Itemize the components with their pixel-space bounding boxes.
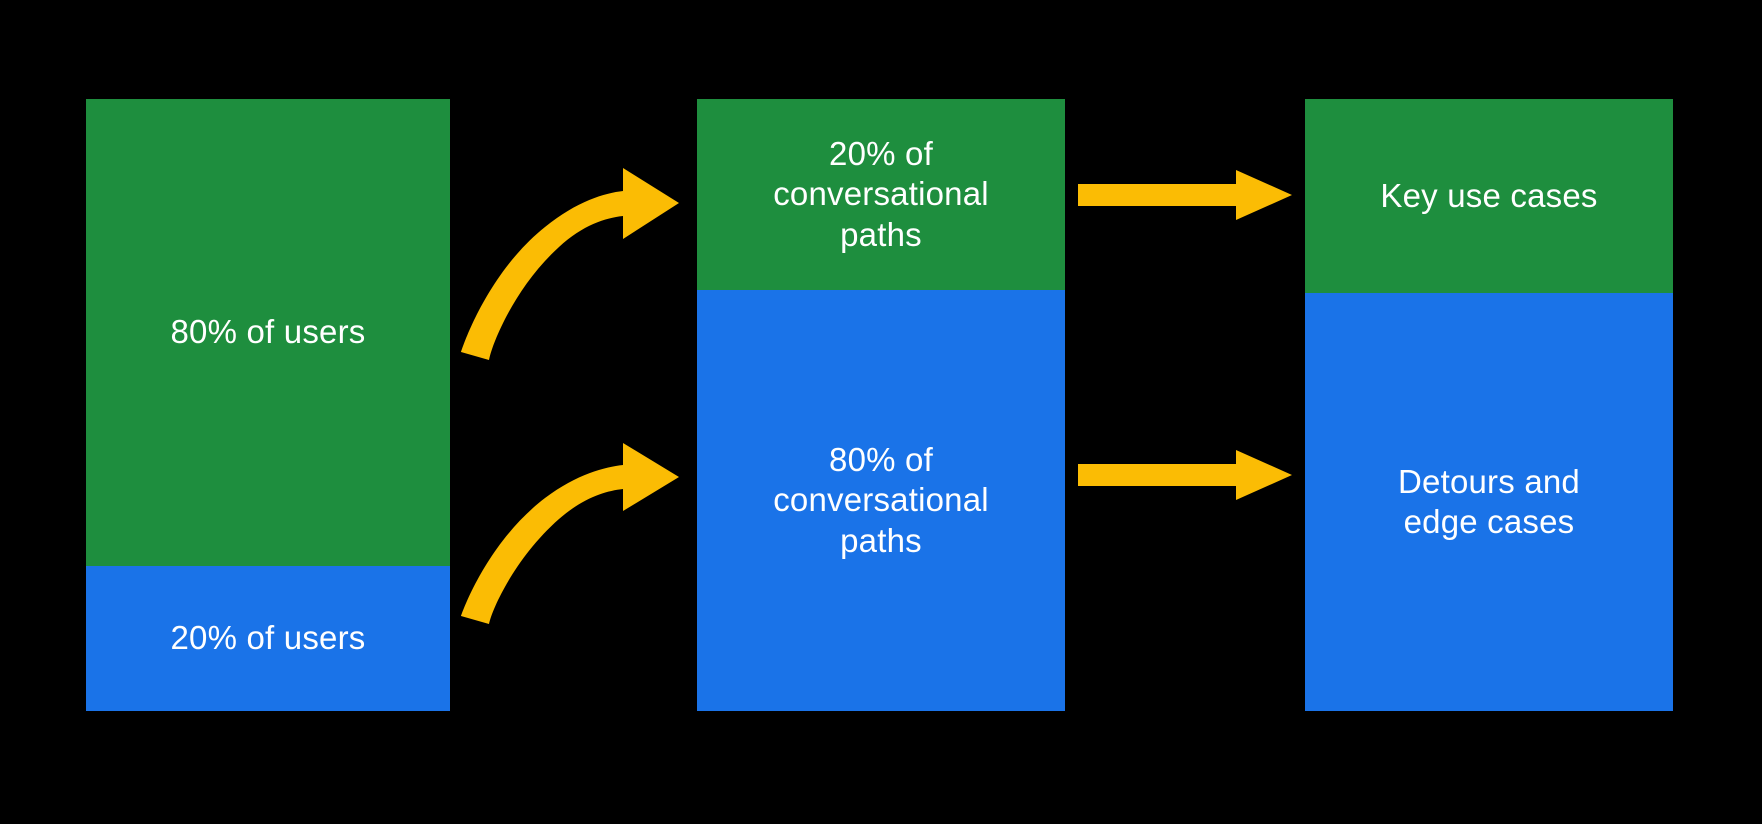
segment-key-use-cases-label: Key use cases	[1380, 176, 1598, 214]
segment-detours-edge-cases-label: Detours and edge cases	[1398, 462, 1580, 540]
segment-key-use-cases: Key use cases	[1305, 99, 1673, 293]
curved-arrow-icon-bottom	[461, 443, 679, 624]
straight-arrow-icon-bottom	[1078, 450, 1292, 500]
segment-users-majority: 80% of users	[86, 99, 450, 566]
column-use-cases: Key use cases Detours and edge cases	[1305, 99, 1673, 711]
segment-paths-majority-label: 80% of conversational paths	[773, 441, 989, 559]
segment-users-minority-label: 20% of users	[170, 619, 366, 657]
curved-arrow-icon-top	[461, 168, 679, 360]
column-users: 80% of users 20% of users	[86, 99, 450, 711]
column-conversational-paths: 20% of conversational paths 80% of conve…	[697, 99, 1065, 711]
straight-arrow-icon-top	[1078, 170, 1292, 220]
segment-paths-minority-label: 20% of conversational paths	[773, 135, 989, 253]
segment-users-minority: 20% of users	[86, 566, 450, 711]
segment-paths-minority: 20% of conversational paths	[697, 99, 1065, 290]
segment-users-majority-label: 80% of users	[170, 313, 366, 351]
segment-paths-majority: 80% of conversational paths	[697, 290, 1065, 711]
segment-detours-edge-cases: Detours and edge cases	[1305, 293, 1673, 711]
